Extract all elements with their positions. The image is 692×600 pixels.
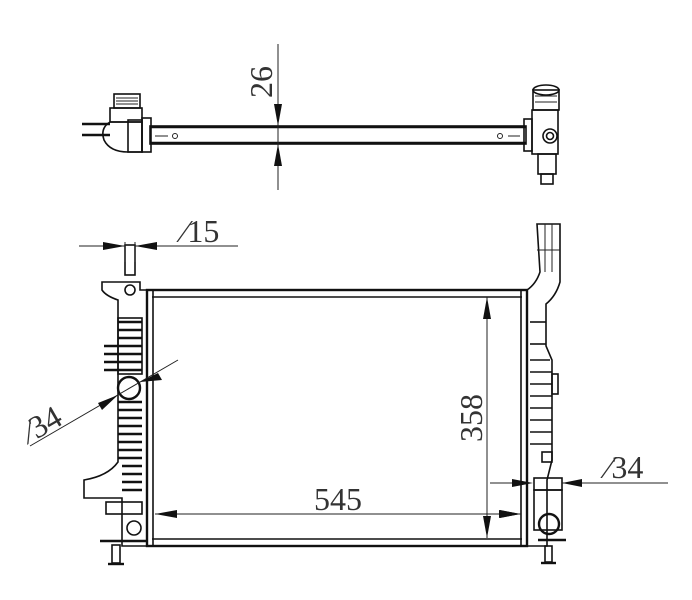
dimension-label-diam-34-right: ∕34 <box>600 449 643 485</box>
dimension-core-thickness: 26 <box>243 44 282 190</box>
dimension-label-545: 545 <box>314 481 362 517</box>
top-view: 26 <box>82 44 560 190</box>
dimension-label-358: 358 <box>453 394 489 442</box>
dimension-label-diam-34-left: ∕34 <box>12 398 68 451</box>
right-outlet-port <box>537 512 561 536</box>
dimension-inlet-diameter: ∕15 <box>79 213 238 262</box>
dimension-core-height: 358 <box>453 297 520 538</box>
left-tank-ribs <box>104 320 142 492</box>
top-left-tank <box>82 93 152 153</box>
top-core-bar <box>149 125 527 145</box>
dimension-label-diam-15: ∕15 <box>176 213 219 249</box>
dimension-core-width: 545 <box>155 481 521 518</box>
right-tank-ribs <box>530 321 552 445</box>
dimension-right-outlet-diameter: ∕34 <box>490 449 668 487</box>
right-tank <box>526 223 566 565</box>
front-view: ∕15 ∕34 358 545 <box>12 213 668 566</box>
dimension-label-26: 26 <box>243 66 279 98</box>
left-outlet-port <box>116 375 142 401</box>
left-tank <box>83 244 148 566</box>
top-right-tank <box>523 84 560 185</box>
